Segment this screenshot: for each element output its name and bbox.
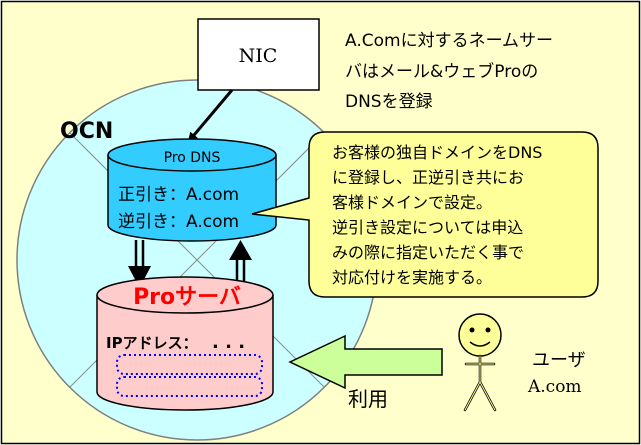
callout-line: お客様の独自ドメインをDNS — [332, 143, 542, 162]
nic-label: NIC — [239, 45, 278, 67]
pro-dns-title: Pro DNS — [164, 150, 221, 166]
nameserver-note-line: A.Comに対するネームサー — [345, 31, 553, 51]
pro-dns-cylinder — [107, 138, 277, 242]
forward-lookup-text: 正引き：A.com — [118, 185, 239, 205]
reverse-lookup-text: 逆引き：A.com — [118, 212, 239, 232]
user-domain: A.com — [527, 377, 582, 397]
dns-to-server-arrow — [128, 240, 151, 288]
usage-label: 利用 — [348, 387, 388, 411]
callout-text: お客様の独自ドメインをDNS に登録し、正逆引き共にお 客様ドメインで設定。 逆… — [332, 143, 548, 287]
pro-server-title: Proサーバ — [133, 285, 241, 310]
pro-server-cylinder — [96, 276, 274, 411]
ip-slot — [116, 354, 263, 375]
ip-slot — [116, 376, 263, 397]
user-label: ユーザ — [532, 350, 586, 371]
ip-address-dots: . . . — [212, 332, 245, 353]
nameserver-note-line: DNSを登録 — [345, 92, 433, 112]
nameserver-note: A.Comに対するネームサー バはメール&ウェブProの DNSを登録 — [345, 31, 558, 112]
nic-box — [197, 18, 320, 91]
callout-bubble — [251, 131, 599, 298]
user-figure-icon — [458, 313, 502, 412]
callout-line: 対応付けを実施する。 — [332, 268, 492, 287]
ip-address-label: IPアドレス： — [106, 334, 198, 352]
ocn-label: OCN — [60, 119, 113, 144]
nameserver-note-line: バはメール&ウェブProの — [345, 61, 538, 82]
usage-arrow — [288, 334, 443, 390]
callout-line: みの際に指定いただく事で — [332, 243, 524, 262]
callout-line: 客様ドメインで設定。 — [332, 193, 492, 212]
nic-to-dns-arrow — [187, 89, 234, 143]
callout-line: に登録し、正逆引き共にお — [332, 168, 524, 187]
callout-line: 逆引き設定については申込 — [332, 218, 523, 237]
